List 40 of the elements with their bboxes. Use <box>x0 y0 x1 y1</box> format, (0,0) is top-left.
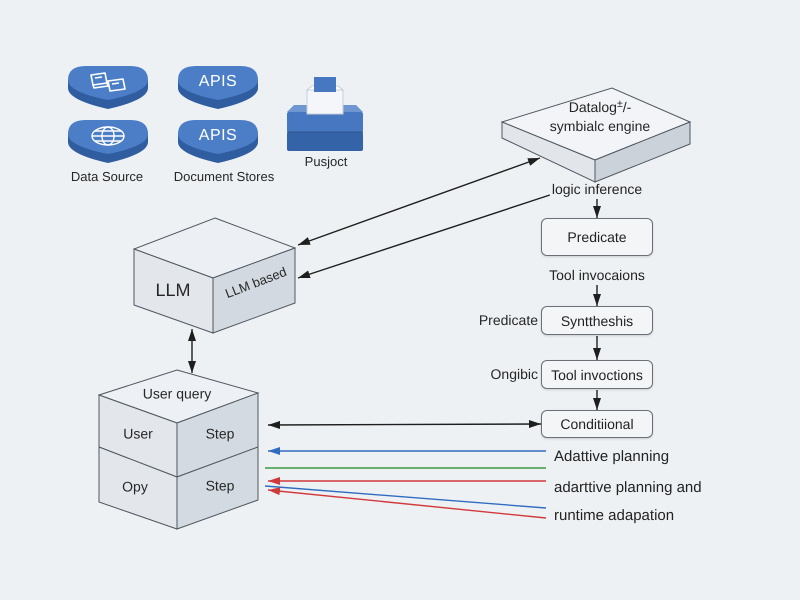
disk-label: APIS <box>198 72 238 92</box>
arrow <box>298 194 550 279</box>
slab-label: Datalog$^{±}$/- symbialc engine <box>548 98 652 136</box>
face-label: Step <box>206 424 234 444</box>
connector-line <box>265 467 546 469</box>
cube-label: User query <box>142 384 212 404</box>
arrow <box>268 447 546 455</box>
arrow <box>593 336 601 360</box>
double-arrow <box>268 420 541 429</box>
caption-label: Ongibic <box>490 365 538 384</box>
flow-label: adarttive planning and runtime adapation <box>554 474 744 530</box>
arrow <box>593 390 601 410</box>
process-box <box>541 218 653 256</box>
caption-label: Data Source <box>70 169 144 185</box>
face-label: Opy <box>122 478 148 496</box>
face-label: User <box>123 424 153 444</box>
double-arrow <box>298 157 540 246</box>
face-label: Step <box>206 476 234 496</box>
flow-label: logic inference <box>552 180 642 198</box>
connector-line <box>264 485 546 509</box>
arrow <box>593 285 601 306</box>
box-label: Tool invoctions <box>551 366 643 384</box>
flow-label: Adattive planning <box>554 447 670 467</box>
disk-label: APIS <box>198 126 238 146</box>
cube-label: LLM <box>156 279 190 301</box>
process-box <box>541 306 653 335</box>
arrow <box>268 477 546 485</box>
caption-label: Document Stores <box>174 169 274 185</box>
process-box <box>541 360 653 389</box>
box-label: Conditiional <box>560 415 634 433</box>
caption-label: Pusjoct <box>304 154 348 170</box>
double-arrow <box>188 329 196 373</box>
arrow <box>593 199 601 218</box>
face-label: LLM based <box>223 264 289 302</box>
flow-label: Tool invocaions <box>549 266 645 284</box>
box-label: Synttheshis <box>560 312 634 330</box>
caption-label: Predicate <box>478 311 538 330</box>
box-label: Predicate <box>567 228 627 246</box>
arrow <box>268 487 546 519</box>
process-box <box>541 410 653 438</box>
